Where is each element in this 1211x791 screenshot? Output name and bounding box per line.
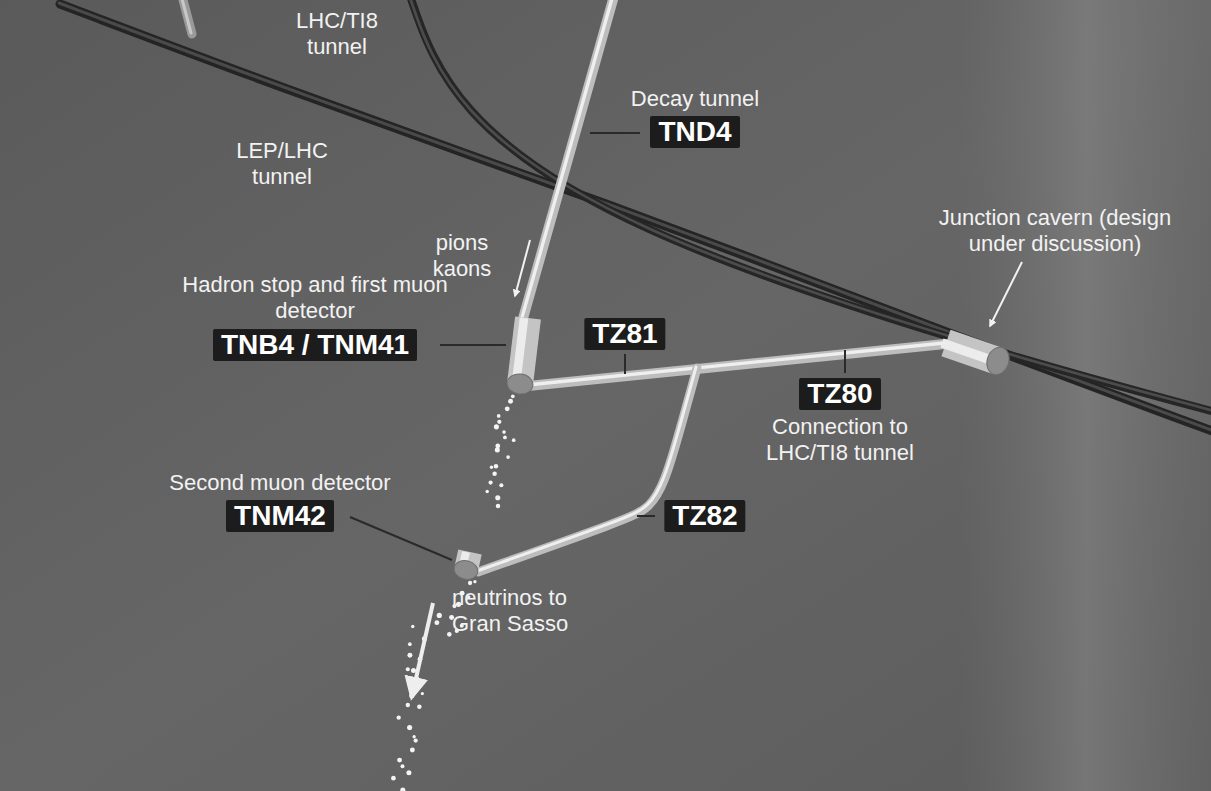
neutrino-dot — [468, 581, 472, 585]
neutrino-dot — [492, 471, 496, 475]
tz82-tunnel — [478, 368, 697, 572]
code-label: TZ81 — [584, 318, 665, 350]
tunnel-label: TZ82 — [664, 500, 745, 532]
description-text: Connection to LHC/TI8 tunnel — [740, 414, 940, 467]
leader-lines — [350, 133, 845, 560]
annotation-label: LHC/TI8 tunnel — [277, 8, 397, 61]
code-label: TNM42 — [226, 500, 334, 532]
neutrino-dot — [506, 455, 510, 459]
neutrino-dot — [494, 424, 499, 429]
lep-lhc-tunnel — [60, 4, 1211, 432]
description-text: Second muon detector — [150, 470, 410, 496]
neutrino-dot — [508, 399, 513, 404]
beam-arrow — [412, 603, 433, 696]
neutrino-dot — [434, 620, 439, 625]
neutrino-dot — [411, 625, 414, 628]
lhc-ti8-tunnel — [410, 0, 1211, 412]
tz80-tz81-tunnel — [528, 344, 945, 386]
neutrino-dot — [489, 480, 493, 484]
neutrino-dot — [400, 788, 405, 791]
neutrino-dot — [502, 430, 506, 434]
code-label: TZ82 — [664, 500, 745, 532]
neutrino-dot — [400, 764, 404, 768]
neutrino-dot — [406, 703, 410, 707]
annotation-label: LEP/LHC tunnel — [222, 138, 342, 191]
neutrino-dot — [406, 667, 410, 671]
annotation-label: Junction cavern (design under discussion… — [910, 205, 1200, 258]
neutrino-dot — [511, 395, 515, 399]
tunnel-label: TZ80Connection to LHC/TI8 tunnel — [740, 378, 940, 467]
neutrino-dot — [417, 704, 422, 709]
neutrino-dot — [473, 580, 476, 583]
tunnel-label: Hadron stop and first muon detectorTNB4 … — [180, 272, 450, 361]
neutrino-dot — [494, 464, 499, 469]
pointer-arrows — [412, 240, 1022, 696]
tz82-tunnel-highlight — [477, 367, 696, 571]
neutrino-dot — [497, 414, 501, 418]
neutrino-dot — [499, 483, 503, 487]
neutrino-dot — [391, 776, 396, 781]
neutrino-dot — [407, 725, 412, 730]
code-label: TNB4 / TNM41 — [213, 329, 417, 361]
pointer-arrow — [515, 240, 530, 296]
description-text: Hadron stop and first muon detector — [180, 272, 450, 325]
junction-cavern-highlight — [942, 343, 994, 361]
code-label: TZ80 — [799, 378, 880, 410]
neutrino-dot — [437, 613, 442, 618]
neutrino-dot — [495, 447, 500, 452]
neutrino-dot — [447, 632, 452, 637]
tunnel-label: Decay tunnelTND4 — [610, 86, 780, 148]
description-text: Decay tunnel — [610, 86, 780, 112]
neutrino-dot — [411, 668, 416, 673]
junction-cavern-end — [983, 344, 1013, 378]
neutrino-dot — [490, 466, 493, 469]
neutrino-dot — [505, 406, 510, 411]
neutrino-dot — [397, 758, 402, 763]
leader-line — [844, 350, 846, 373]
neutrino-dot — [410, 748, 415, 753]
neutrino-dot — [485, 490, 488, 493]
annotation-label: pions kaons — [426, 230, 498, 283]
neutrino-dot — [496, 504, 500, 508]
leader-line — [637, 515, 655, 517]
tunnel-label: Second muon detectorTNM42 — [150, 470, 410, 532]
code-label: TND4 — [650, 116, 739, 148]
neutrino-dot — [495, 495, 500, 500]
stub-tunnel — [182, 0, 192, 34]
lhc-ti8-tunnel-highlight — [409, 0, 1211, 411]
stub-tunnel-highlight — [181, 0, 191, 33]
hadron-stop-cylinder-end — [506, 373, 534, 396]
leader-line — [624, 354, 626, 374]
decay-tunnel — [522, 0, 614, 322]
neutrino-dot — [503, 436, 507, 440]
leader-line — [590, 132, 640, 134]
second-muon-detector-cylinder-end — [452, 558, 479, 581]
decay-tunnel-highlight — [521, 0, 613, 321]
tunnel-label: TZ81 — [584, 318, 665, 350]
pointer-arrow — [990, 262, 1022, 326]
annotation-label: neutrinos to Gran Sasso — [452, 585, 572, 638]
neutrino-dot — [406, 770, 411, 775]
neutrino-dot — [497, 420, 501, 424]
neutrino-dot — [408, 642, 412, 646]
neutrino-dot — [397, 715, 401, 719]
leader-line — [440, 344, 506, 346]
neutrino-dot — [414, 739, 418, 743]
leader-line — [350, 517, 452, 560]
neutrino-dot — [407, 653, 412, 658]
tunnels — [59, 0, 1211, 582]
neutrino-dot — [512, 438, 516, 442]
neutrino-dot — [412, 735, 415, 738]
background-band — [960, 0, 1211, 791]
neutrino-dot — [421, 692, 424, 695]
